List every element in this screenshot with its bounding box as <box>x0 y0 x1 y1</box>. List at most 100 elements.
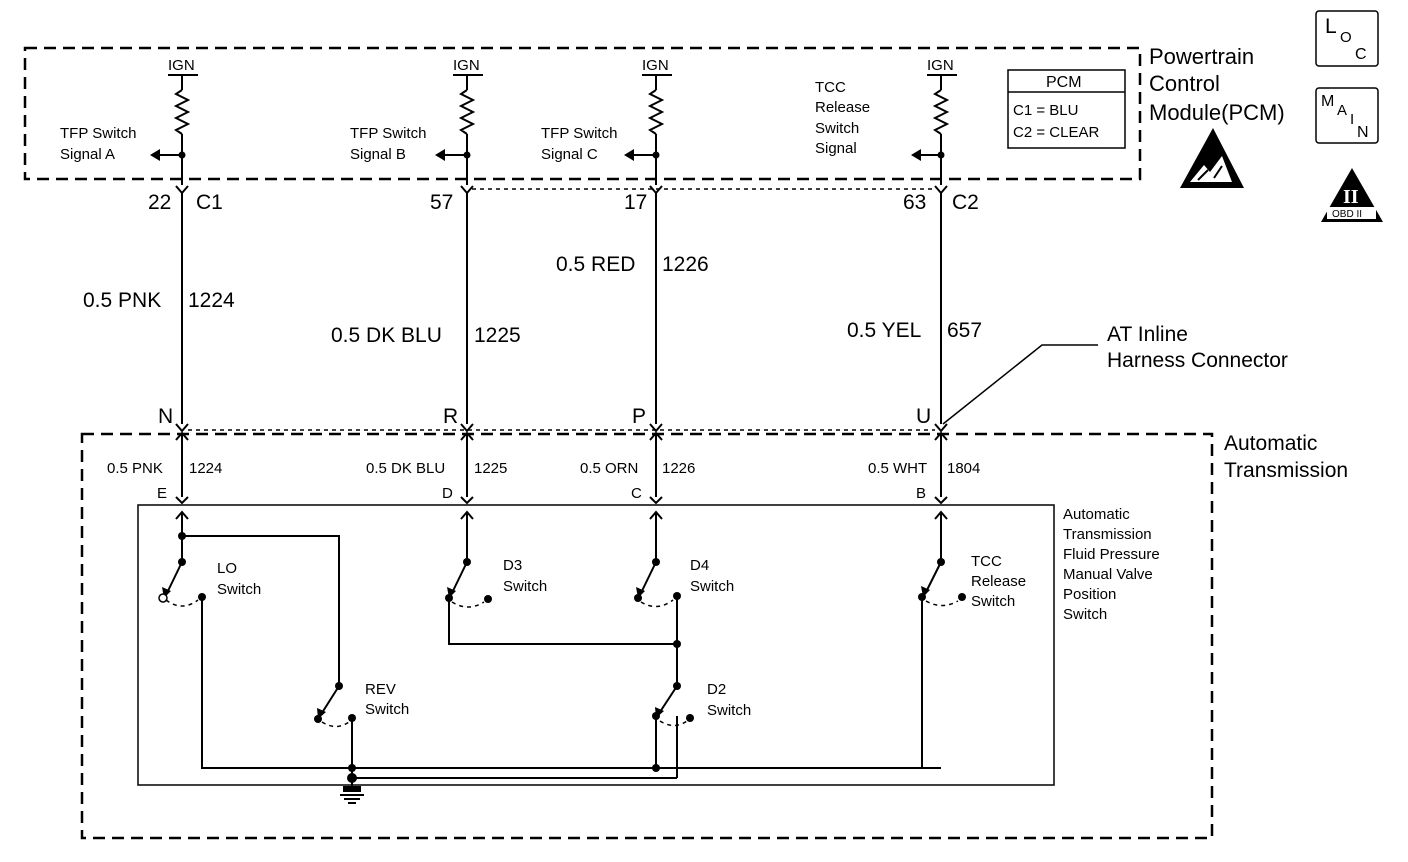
assembly-label-6: Switch <box>1063 606 1107 623</box>
pcm-table-header: PCM <box>1046 74 1082 91</box>
wire-1224-circuit: 1224 <box>188 289 235 312</box>
rev-switch <box>314 682 356 728</box>
main-badge-i: I <box>1350 111 1354 128</box>
pcm-circuit-c: IGN TFP Switch Signal C <box>541 57 672 185</box>
pcm-connector-table: PCM C1 = BLU C2 = CLEAR <box>1007 69 1126 149</box>
signal-b-line-1: TFP Switch <box>350 125 426 142</box>
loc-badge-l: L <box>1325 15 1337 38</box>
ign-label-d: IGN <box>927 57 954 74</box>
main-badge: M A I N <box>1315 87 1379 144</box>
pcm-circuit-tcc: IGN TCC Release Switch Signal <box>815 57 957 185</box>
inline-pin-u: U <box>916 405 931 428</box>
signal-b-line-2: Signal B <box>350 146 406 163</box>
lo-switch-label-2: Switch <box>217 581 261 598</box>
main-badge-m: M <box>1321 93 1334 110</box>
wire-1225-circuit: 1225 <box>474 324 521 347</box>
pin-22: 22 <box>148 191 171 214</box>
ign-label-a: IGN <box>168 57 195 74</box>
signal-tcc-line-4: Signal <box>815 140 857 157</box>
rev-switch-label-2: Switch <box>365 701 409 718</box>
wire-1225-color: 0.5 DK BLU <box>331 324 442 347</box>
transmission-title-1: Automatic <box>1224 432 1317 455</box>
internal-wiring <box>178 512 942 790</box>
d2-switch <box>652 682 694 727</box>
pin-57: 57 <box>430 191 453 214</box>
ign-label-b: IGN <box>453 57 480 74</box>
pcm-title-line-2: Control <box>1149 71 1220 96</box>
assembly-label-5: Position <box>1063 586 1116 603</box>
d4-switch <box>634 558 681 608</box>
trans-pin-c: C <box>631 485 642 502</box>
pcm-connectors <box>175 185 948 195</box>
pin-63: 63 <box>903 191 926 214</box>
assembly-label-3: Fluid Pressure <box>1063 546 1160 563</box>
loc-badge-o: O <box>1340 29 1352 46</box>
rev-switch-label-1: REV <box>365 681 396 698</box>
trans-wire-1224-color: 0.5 PNK <box>107 460 163 477</box>
assembly-label-2: Transmission <box>1063 526 1152 543</box>
pin-17: 17 <box>624 191 647 214</box>
transmission-wires <box>175 433 948 520</box>
lo-switch-label-1: LO <box>217 560 237 577</box>
trans-pin-b: B <box>916 485 926 502</box>
pcm-table-row-c2: C2 = CLEAR <box>1013 124 1099 141</box>
signal-tcc-line-3: Switch <box>815 120 859 137</box>
transmission-boundary <box>80 432 1214 840</box>
d2-switch-label-1: D2 <box>707 681 726 698</box>
wire-1226-color: 0.5 RED <box>556 253 635 276</box>
trans-wire-1226-circuit: 1226 <box>662 460 695 477</box>
tcc-switch-label-1: TCC <box>971 553 1002 570</box>
d3-switch <box>445 558 492 608</box>
trans-pin-d: D <box>442 485 453 502</box>
obd-numeral: II <box>1343 186 1359 208</box>
tcc-release-switch <box>918 558 966 607</box>
obd-label: OBD II <box>1332 209 1362 220</box>
at-inline-label-1: AT Inline <box>1107 323 1188 346</box>
inline-pin-r: R <box>443 405 458 428</box>
signal-a-line-1: TFP Switch <box>60 125 136 142</box>
pcm-circuit-b: IGN TFP Switch Signal B <box>350 57 483 185</box>
loc-badge-c: C <box>1355 46 1367 63</box>
trans-wire-1225-color: 0.5 DK BLU <box>366 460 445 477</box>
pcm-boundary <box>23 46 1142 181</box>
wire-1224-color: 0.5 PNK <box>83 289 161 312</box>
tcc-switch-label-2: Release <box>971 573 1026 590</box>
obd-ii-icon: II OBD II <box>1321 168 1383 222</box>
esd-warning-icon <box>1180 128 1244 188</box>
switch-assembly-box <box>137 504 1055 786</box>
connector-c1: C1 <box>196 191 223 214</box>
signal-c-line-2: Signal C <box>541 146 598 163</box>
d3-switch-label-1: D3 <box>503 557 522 574</box>
at-inline-label-2: Harness Connector <box>1107 349 1288 372</box>
pcm-table-row-c1: C1 = BLU <box>1013 102 1078 119</box>
connector-c2: C2 <box>952 191 979 214</box>
pcm-title-line-1: Powertrain <box>1149 44 1254 69</box>
d3-switch-label-2: Switch <box>503 578 547 595</box>
pcm-title-line-3: Module(PCM) <box>1149 100 1285 125</box>
d4-switch-label-1: D4 <box>690 557 709 574</box>
trans-wire-1226-color: 0.5 ORN <box>580 460 638 477</box>
trans-pin-e: E <box>157 485 167 502</box>
loc-badge: L O C <box>1315 10 1379 67</box>
tcc-switch-label-3: Switch <box>971 593 1015 610</box>
main-badge-n: N <box>1357 124 1369 141</box>
transmission-title-2: Transmission <box>1224 459 1348 482</box>
ign-label-c: IGN <box>642 57 669 74</box>
assembly-label-1: Automatic <box>1063 506 1130 523</box>
signal-a-line-2: Signal A <box>60 146 115 163</box>
inline-pin-n: N <box>158 405 173 428</box>
trans-wire-1224-circuit: 1224 <box>189 460 222 477</box>
d4-switch-label-2: Switch <box>690 578 734 595</box>
ground-symbol <box>340 773 364 804</box>
harness-wires <box>181 193 942 424</box>
wire-657-color: 0.5 YEL <box>847 319 921 342</box>
signal-tcc-line-1: TCC <box>815 79 846 96</box>
trans-wire-1804-circuit: 1804 <box>947 460 980 477</box>
trans-wire-1804-color: 0.5 WHT <box>868 460 927 477</box>
d2-switch-label-2: Switch <box>707 702 751 719</box>
main-badge-a: A <box>1337 102 1347 119</box>
trans-wire-1225-circuit: 1225 <box>474 460 507 477</box>
assembly-label-4: Manual Valve <box>1063 566 1153 583</box>
signal-tcc-line-2: Release <box>815 99 870 116</box>
